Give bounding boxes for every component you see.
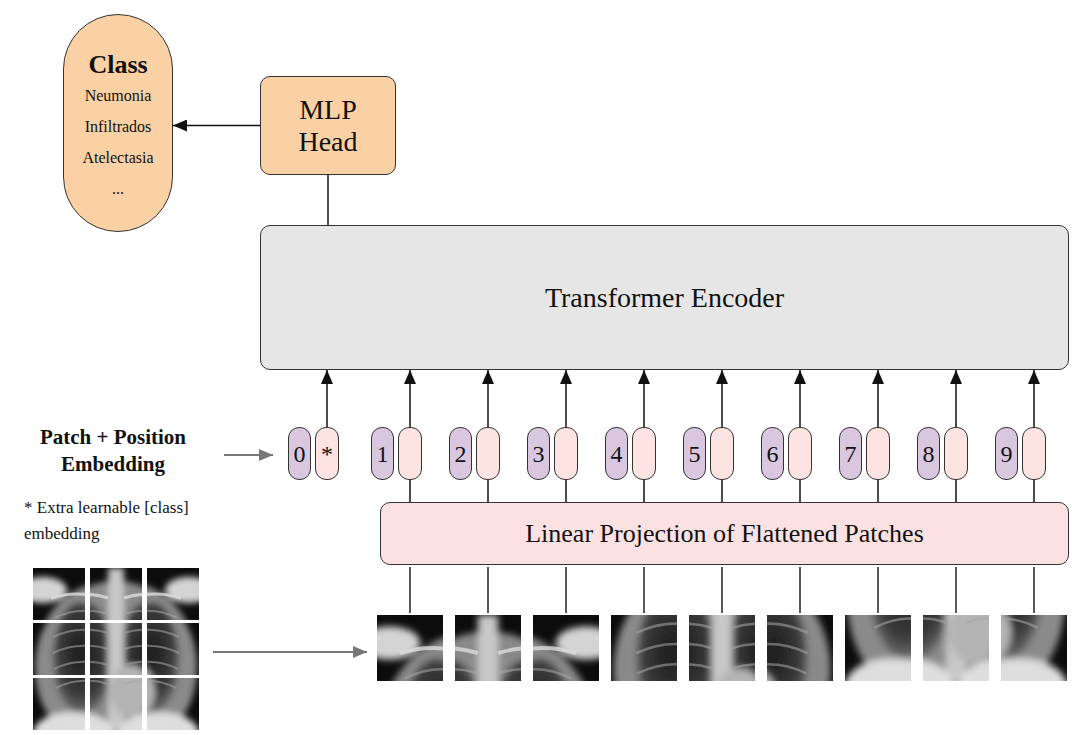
- position-index: 7: [845, 442, 857, 466]
- position-embedding-pill: 9: [995, 427, 1018, 480]
- connector-line: [643, 480, 645, 502]
- patch-position-token: 2: [449, 427, 500, 480]
- position-embedding-pill: 7: [839, 427, 862, 480]
- position-index: 5: [689, 442, 701, 466]
- position-index: 9: [1001, 442, 1013, 466]
- position-index: 2: [455, 442, 467, 466]
- patch-embedding-pill: [710, 427, 734, 480]
- connector-arrow: [643, 370, 645, 427]
- connector-line: [955, 480, 957, 502]
- connector-arrow: [565, 370, 567, 427]
- patch-wire: [721, 567, 723, 613]
- patch-position-token: 8: [917, 427, 968, 480]
- patch-wire: [487, 567, 489, 613]
- connector-arrow: [721, 370, 723, 427]
- class-item: Infiltrados: [85, 111, 152, 142]
- position-embedding-pill: 5: [683, 427, 706, 480]
- patch-embedding-pill: [554, 427, 578, 480]
- connector-line: [327, 175, 329, 225]
- position-index: 4: [611, 442, 623, 466]
- patch-wire: [799, 567, 801, 613]
- connector-arrow: [1033, 370, 1035, 427]
- connector-arrow: [955, 370, 957, 427]
- position-embedding-pill: 3: [527, 427, 550, 480]
- patch-wire: [409, 567, 411, 613]
- position-embedding-pill: 4: [605, 427, 628, 480]
- patch-wire: [955, 567, 957, 613]
- patch-position-token: 5: [683, 427, 734, 480]
- grid-patch: [29, 574, 213, 735]
- connector-arrow: [487, 370, 489, 427]
- class-output-pill: ClassNeumoniaInfiltradosAtelectasia...: [63, 14, 173, 232]
- patch-embedding-pill: [788, 427, 812, 480]
- patch-wire: [877, 567, 879, 613]
- class-item: Atelectasia: [82, 142, 153, 173]
- position-embedding-pill: 6: [761, 427, 784, 480]
- pointer-arrow: [224, 454, 273, 456]
- patch-position-token: 4: [605, 427, 656, 480]
- position-embedding-pill: 1: [371, 427, 394, 480]
- patch-embedding-pill: [632, 427, 656, 480]
- patch-wire: [1033, 567, 1035, 613]
- patch-wire: [565, 567, 567, 613]
- patch-wire: [643, 567, 645, 613]
- patch-position-token: 3: [527, 427, 578, 480]
- connector-line: [409, 480, 411, 502]
- position-index: 8: [923, 442, 935, 466]
- box-title: Transformer Encoder: [545, 282, 784, 314]
- row-patch: [617, 549, 851, 735]
- class-token-note: * Extra learnable [class] embedding: [24, 495, 192, 547]
- connector-arrow: [409, 370, 411, 427]
- class-item: Neumonia: [85, 80, 152, 111]
- linear-projection-box: Linear Projection of Flattened Patches: [380, 502, 1069, 565]
- connector-line: [799, 480, 801, 502]
- connector-line: [487, 480, 489, 502]
- patch-embedding-pill: [476, 427, 500, 480]
- position-index: 1: [377, 442, 389, 466]
- patch-embedding-pill: [944, 427, 968, 480]
- class-item: ...: [112, 173, 124, 204]
- mlp-head-box: MLP Head: [260, 76, 396, 175]
- connector-arrow: [799, 370, 801, 427]
- patch-embedding-pill: [1022, 427, 1046, 480]
- connector-line: [1033, 480, 1035, 502]
- box-title: Linear Projection of Flattened Patches: [525, 519, 924, 549]
- patch-embedding-pill: [866, 427, 890, 480]
- connector-arrow: [173, 125, 260, 127]
- patch-position-token: 9: [995, 427, 1046, 480]
- class-token-mark: *: [321, 442, 333, 466]
- patch-embedding-pill: [398, 427, 422, 480]
- position-embedding-pill: 0: [288, 427, 311, 480]
- position-index: 0: [294, 442, 306, 466]
- flatten-arrow: [213, 651, 367, 653]
- connector-arrow: [326, 370, 328, 427]
- position-embedding-pill: 2: [449, 427, 472, 480]
- patch-position-token: 0*: [288, 427, 339, 480]
- position-index: 3: [533, 442, 545, 466]
- box-title: MLP Head: [282, 94, 374, 158]
- connector-line: [565, 480, 567, 502]
- patch-position-token: 6: [761, 427, 812, 480]
- patch-position-token: 7: [839, 427, 890, 480]
- class-heading: Class: [88, 50, 147, 80]
- position-embedding-pill: 8: [917, 427, 940, 480]
- transformer-encoder-box: Transformer Encoder: [260, 225, 1069, 370]
- connector-arrow: [877, 370, 879, 427]
- connector-line: [877, 480, 879, 502]
- connector-line: [721, 480, 723, 502]
- position-index: 6: [767, 442, 779, 466]
- patch-position-token: 1: [371, 427, 422, 480]
- embedding-label: Patch + Position Embedding: [8, 424, 218, 478]
- row-patch: [383, 615, 617, 735]
- patch-embedding-pill: *: [315, 427, 339, 480]
